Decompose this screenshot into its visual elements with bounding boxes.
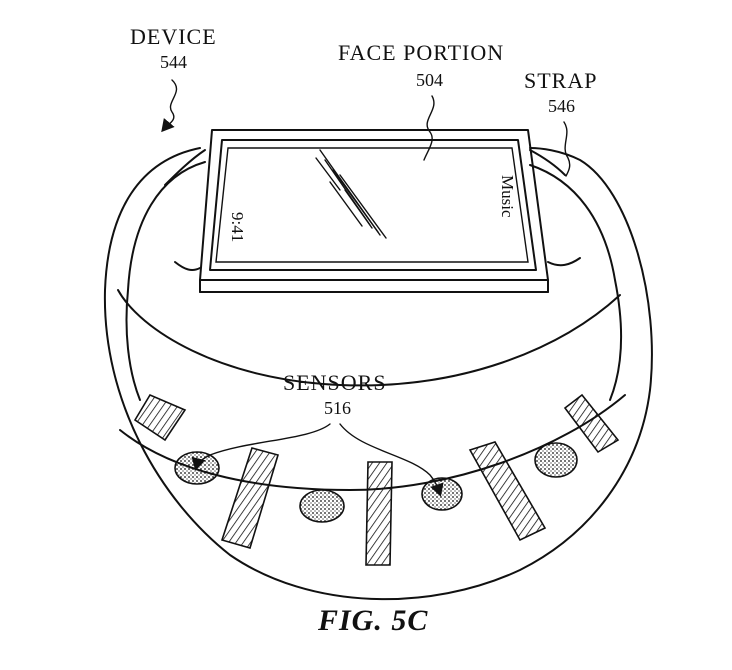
hatched-strip xyxy=(563,393,620,454)
hatched-strip xyxy=(220,447,280,549)
screen-app: Music xyxy=(498,175,517,218)
leader-face-portion xyxy=(423,95,435,161)
screen-time: 9:41 xyxy=(228,212,247,242)
label-face-portion-ref: 504 xyxy=(416,70,443,90)
label-device-name: DEVICE xyxy=(130,24,217,49)
leader-strap xyxy=(563,121,571,177)
sensor-pad xyxy=(174,451,220,485)
leader-sensors-right xyxy=(339,423,444,497)
figure-caption: FIG. 5C xyxy=(317,604,428,637)
hatched-strip xyxy=(365,461,393,566)
label-strap-name: STRAP xyxy=(524,68,597,93)
label-face-portion: FACE PORTION 504 xyxy=(338,40,504,161)
label-face-portion-name: FACE PORTION xyxy=(338,40,504,65)
screen-glare xyxy=(315,149,387,239)
leader-sensors-left xyxy=(191,423,331,471)
sensor-segments xyxy=(133,393,620,566)
leader-device xyxy=(161,79,178,133)
sensor-pad xyxy=(421,477,463,511)
label-strap-ref: 546 xyxy=(548,96,575,116)
label-device: DEVICE 544 xyxy=(130,24,217,133)
label-strap: STRAP 546 xyxy=(524,68,597,177)
hatched-strip xyxy=(468,441,547,542)
label-device-ref: 544 xyxy=(160,52,187,72)
sensor-pad xyxy=(534,442,578,478)
sensor-pad xyxy=(299,489,345,523)
face-portion: 9:41 Music xyxy=(199,129,549,293)
label-sensors-ref: 516 xyxy=(324,398,351,418)
label-sensors: SENSORS 516 xyxy=(191,370,444,497)
hatched-strip xyxy=(133,393,187,442)
label-sensors-name: SENSORS xyxy=(283,370,387,395)
